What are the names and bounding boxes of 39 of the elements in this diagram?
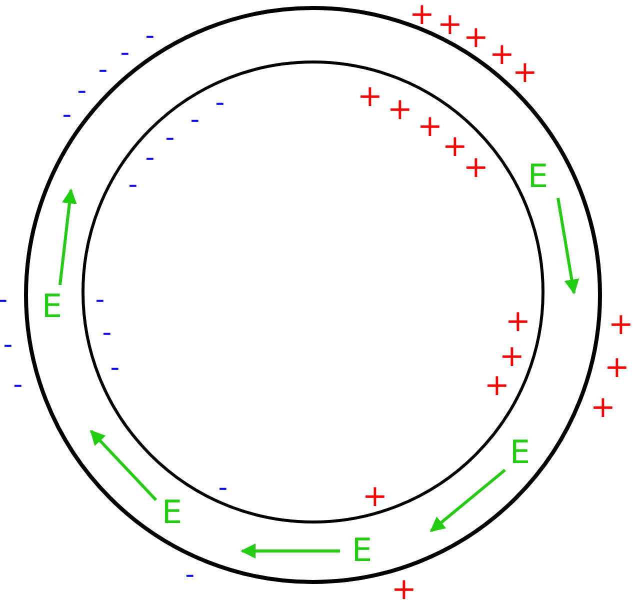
positive-charge-sign: + bbox=[409, 0, 435, 30]
negative-charge-sign: - bbox=[13, 372, 23, 398]
negative-charge-sign: - bbox=[215, 90, 225, 116]
positive-charge-sign: + bbox=[505, 307, 531, 337]
negative-charge-sign: - bbox=[120, 40, 130, 66]
positive-charge-sign: + bbox=[387, 95, 413, 125]
positive-charge-sign: + bbox=[484, 371, 510, 401]
negative-charge-sign: - bbox=[62, 102, 72, 128]
negative-charge-sign: - bbox=[102, 320, 112, 346]
positive-charge-sign: + bbox=[362, 482, 388, 512]
positive-charge-sign: + bbox=[499, 342, 525, 372]
negative-charge-sign: - bbox=[145, 23, 155, 49]
positive-charge-sign: + bbox=[463, 23, 489, 53]
positive-charge-sign: + bbox=[590, 393, 616, 423]
positive-charge-sign: + bbox=[608, 310, 633, 340]
positive-charge-sign: + bbox=[604, 353, 630, 383]
field-label: E bbox=[162, 496, 182, 528]
negative-charge-sign: - bbox=[110, 355, 120, 381]
field-label: E bbox=[42, 290, 62, 322]
positive-charge-sign: + bbox=[489, 40, 515, 70]
negative-charge-sign: - bbox=[128, 172, 138, 198]
field-label: E bbox=[528, 160, 548, 192]
positive-charge-sign: + bbox=[357, 82, 383, 112]
negative-charge-sign: - bbox=[190, 107, 200, 133]
negative-charge-sign: - bbox=[218, 475, 228, 501]
positive-charge-sign: + bbox=[391, 575, 417, 600]
positive-charge-sign: + bbox=[417, 112, 443, 142]
negative-charge-sign: - bbox=[165, 125, 175, 151]
negative-charge-sign: - bbox=[0, 287, 8, 313]
positive-charge-sign: + bbox=[437, 10, 463, 40]
negative-charge-sign: - bbox=[95, 287, 105, 313]
field-label: E bbox=[352, 534, 372, 566]
negative-charge-sign: - bbox=[145, 145, 155, 171]
negative-charge-sign: - bbox=[77, 78, 87, 104]
negative-charge-sign: - bbox=[185, 562, 195, 588]
negative-charge-sign: - bbox=[3, 332, 13, 358]
negative-charge-sign: - bbox=[98, 57, 108, 83]
field-label: E bbox=[510, 436, 530, 468]
positive-charge-sign: + bbox=[512, 58, 538, 88]
